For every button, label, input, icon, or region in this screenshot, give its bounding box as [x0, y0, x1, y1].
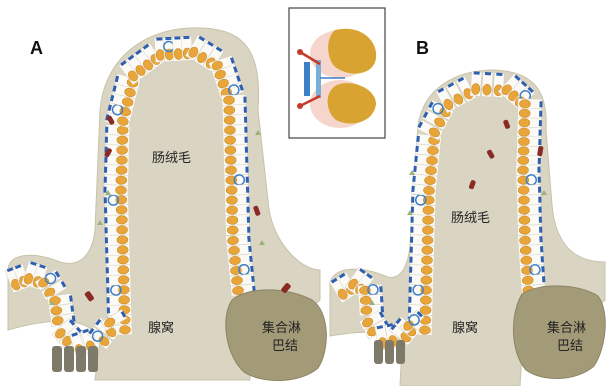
epithelial-cell: [516, 185, 541, 196]
lymph-label-b-line1: 集合淋: [547, 320, 586, 336]
epithelial-cell: [517, 136, 542, 147]
villus-label-b: 肠绒毛: [451, 211, 490, 226]
epithelial-cell: [106, 275, 131, 286]
epithelial-cell: [223, 125, 248, 136]
crypt-base-b: [374, 340, 405, 364]
epithelial-cell: [410, 225, 435, 236]
epithelial-cell: [517, 118, 542, 129]
crypt-label-a: 腺窝: [148, 320, 174, 336]
epithelial-cell: [470, 71, 481, 96]
epithelial-cell: [105, 135, 130, 146]
epithelial-cell: [409, 265, 434, 276]
epithelial-cell: [358, 284, 383, 296]
inset: [289, 8, 385, 138]
epithelial-cell: [518, 99, 543, 110]
epithelial-cell: [516, 155, 541, 166]
epithelial-cell: [517, 205, 542, 216]
epithelial-cell: [104, 165, 129, 176]
epithelial-cell: [411, 195, 436, 206]
epithelial-cell: [410, 215, 435, 226]
epithelial-cell: [519, 254, 544, 266]
epithelial-cell: [104, 175, 129, 186]
epithelial-cell: [520, 274, 545, 286]
panel-a: A 肠绒毛 腺窝 集合淋 巴结: [5, 28, 326, 381]
epithelial-cell: [106, 295, 131, 306]
epithelial-cell: [225, 205, 250, 216]
epithelial-cell: [104, 225, 129, 236]
epithelial-cell: [408, 285, 433, 296]
epithelial-cell: [226, 225, 251, 236]
epithelial-cell: [106, 285, 131, 296]
epithelial-cell: [409, 275, 434, 286]
epithelial-cell: [104, 215, 129, 226]
epithelial-cell: [104, 205, 129, 216]
epithelial-cell: [224, 155, 249, 166]
epithelial-cell: [518, 234, 543, 246]
panel-letter-a: A: [30, 38, 43, 58]
inset-junction-blue: [304, 62, 310, 96]
epithelial-cell: [516, 165, 541, 176]
epithelial-cell: [222, 105, 247, 116]
epithelial-cell: [410, 235, 435, 246]
epithelial-cell: [223, 145, 248, 156]
epithelial-cell: [411, 205, 436, 216]
epithelial-cell: [517, 215, 542, 226]
lymph-label-a-line2: 巴结: [272, 339, 298, 354]
epithelial-cell: [222, 115, 247, 126]
epithelial-cell: [106, 265, 131, 276]
panel-letter-b: B: [416, 38, 429, 58]
lymph-label-b-line2: 巴结: [557, 339, 583, 354]
epithelial-cell: [222, 95, 247, 106]
inset-junction-lightblue: [316, 60, 321, 98]
epithelial-cell: [518, 108, 543, 119]
epithelial-cell: [225, 195, 250, 206]
epithelial-cell: [409, 255, 434, 266]
epithelial-cell: [224, 165, 249, 176]
epithelial-cell: [516, 146, 541, 157]
epithelial-cell: [517, 195, 542, 206]
epithelial-cell: [223, 135, 248, 146]
epithelial-cell: [518, 244, 543, 256]
epithelial-cell: [224, 185, 249, 196]
epithelial-cell: [517, 127, 542, 138]
crypt-label-b: 腺窝: [452, 320, 478, 336]
epithelial-cell: [105, 235, 130, 246]
epithelial-cell: [105, 255, 130, 266]
epithelial-cell: [410, 245, 435, 256]
epithelial-cell: [224, 175, 249, 186]
epithelial-cell: [518, 225, 543, 236]
lymph-label-a-line1: 集合淋: [262, 320, 301, 336]
epithelial-cell: [482, 72, 493, 97]
epithelial-cell: [520, 264, 545, 276]
epithelial-cell: [104, 195, 129, 206]
epithelial-cell: [105, 245, 130, 256]
epithelial-cell: [408, 295, 433, 306]
epithelial-cell: [225, 215, 250, 226]
epithelial-cell: [516, 175, 541, 186]
villus-label-a: 肠绒毛: [152, 151, 191, 166]
